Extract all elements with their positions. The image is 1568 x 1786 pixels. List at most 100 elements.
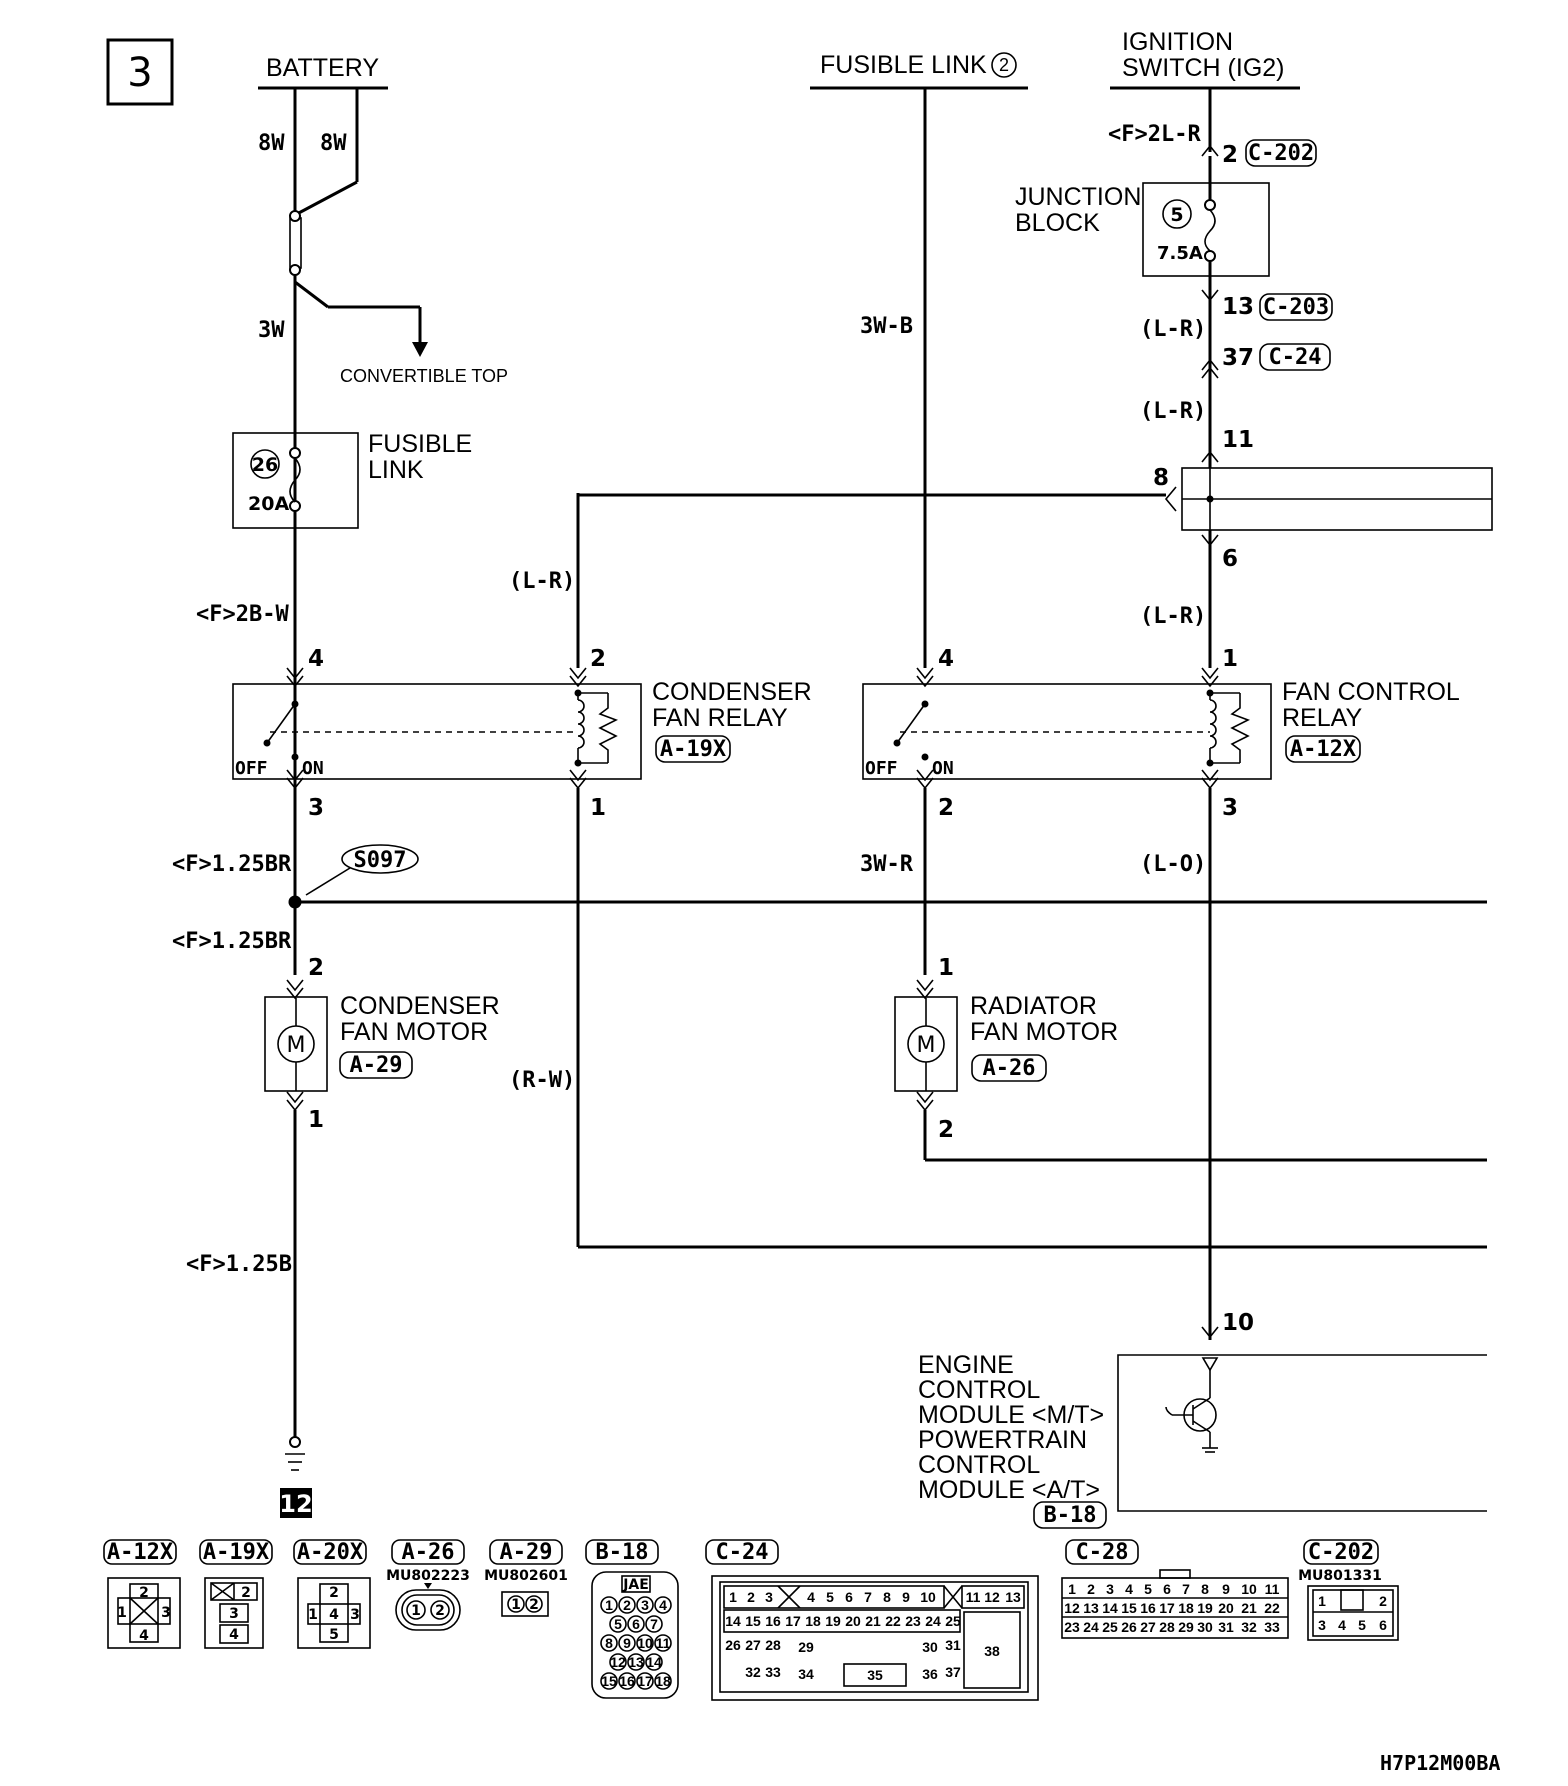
fcr-resistor-icon xyxy=(1230,693,1250,763)
junction-block-rating: 7.5A xyxy=(1157,243,1203,264)
wire-lr-3: (L-R) xyxy=(1140,604,1206,629)
connector-b18: B-18 xyxy=(1044,1503,1097,1528)
ecm-label-1: ENGINE xyxy=(918,1351,1014,1379)
svg-text:23: 23 xyxy=(1064,1619,1080,1635)
svg-text:27: 27 xyxy=(745,1637,761,1653)
svg-text:14: 14 xyxy=(725,1613,741,1629)
svg-text:3: 3 xyxy=(1318,1617,1326,1633)
pin-ecm-10: 10 xyxy=(1222,1310,1254,1336)
legend-c24: C-24 xyxy=(716,1540,769,1565)
legend-c202: C-202 xyxy=(1308,1540,1374,1565)
svg-text:7: 7 xyxy=(1182,1581,1190,1597)
svg-text:20: 20 xyxy=(845,1613,861,1629)
junction-block-box xyxy=(1142,182,1270,277)
relay-switch-icon xyxy=(266,703,296,744)
svg-text:16: 16 xyxy=(1140,1600,1156,1616)
ecm-label-4: POWERTRAIN xyxy=(918,1426,1087,1454)
svg-text:4: 4 xyxy=(329,1607,339,1623)
svg-text:5: 5 xyxy=(329,1627,339,1643)
pin-ig-37: 37 xyxy=(1222,345,1254,371)
wire-8w-a: 8W xyxy=(258,131,285,156)
svg-text:8: 8 xyxy=(883,1589,891,1605)
legend-a12x: A-12X xyxy=(107,1540,173,1565)
connector-badge-c24 xyxy=(1259,343,1331,371)
convertible-top-label: CONVERTIBLE TOP xyxy=(340,366,508,386)
svg-text:1: 1 xyxy=(117,1605,127,1621)
svg-text:4: 4 xyxy=(659,1597,667,1613)
junction-fuse-icon xyxy=(1204,209,1216,252)
svg-text:20: 20 xyxy=(1218,1600,1234,1616)
legend-a29: A-29 xyxy=(500,1540,553,1565)
arrow-down-icon xyxy=(412,342,428,357)
svg-text:2: 2 xyxy=(329,1585,339,1601)
svg-text:13: 13 xyxy=(1083,1600,1099,1616)
svg-text:15: 15 xyxy=(745,1613,761,1629)
fusible-link-26-number: 26 xyxy=(252,454,278,476)
condenser-fan-relay-box xyxy=(232,683,642,780)
svg-text:2: 2 xyxy=(1379,1593,1387,1609)
condenser-fan-relay-label-2: FAN RELAY xyxy=(652,704,788,732)
svg-text:36: 36 xyxy=(922,1666,938,1682)
wire-lr-left-label: (L-R) xyxy=(509,569,575,594)
svg-text:6: 6 xyxy=(632,1616,640,1632)
svg-text:6: 6 xyxy=(1163,1581,1171,1597)
svg-text:3: 3 xyxy=(765,1589,773,1605)
fan-control-relay-box xyxy=(862,683,1272,780)
svg-text:37: 37 xyxy=(945,1664,961,1680)
connector-badge-c202 xyxy=(1245,139,1317,167)
svg-text:9: 9 xyxy=(623,1635,631,1651)
svg-text:28: 28 xyxy=(765,1637,781,1653)
svg-text:17: 17 xyxy=(1159,1600,1175,1616)
wire-3wb-label: 3W-B xyxy=(860,314,913,339)
page-number: 3 xyxy=(127,50,152,96)
svg-text:31: 31 xyxy=(1218,1619,1234,1635)
svg-text:32: 32 xyxy=(745,1664,761,1680)
svg-text:14: 14 xyxy=(1102,1600,1118,1616)
ecm-label-2: CONTROL xyxy=(918,1376,1040,1404)
svg-text:33: 33 xyxy=(765,1664,781,1680)
cfr-off: OFF xyxy=(235,758,268,779)
diagram-id: H7P12M00BA xyxy=(1380,1751,1500,1775)
ignition-label-2: SWITCH (IG2) xyxy=(1122,54,1285,82)
legend-a26: A-26 xyxy=(402,1540,455,1565)
svg-text:2: 2 xyxy=(435,1603,445,1619)
legend-c28: C-28 xyxy=(1076,1540,1129,1565)
svg-text:31: 31 xyxy=(945,1637,961,1653)
resistor-icon xyxy=(598,693,618,763)
svg-text:1: 1 xyxy=(1068,1581,1076,1597)
radiator-motor-label-2: FAN MOTOR xyxy=(970,1018,1118,1046)
fusible-link-26-rating: 20A xyxy=(248,493,289,515)
wire-8w-b: 8W xyxy=(320,131,347,156)
svg-text:18: 18 xyxy=(805,1613,821,1629)
svg-text:8: 8 xyxy=(605,1635,613,1651)
wire-rw-left-label: (R-W) xyxy=(509,1068,575,1093)
svg-text:7: 7 xyxy=(864,1589,872,1605)
svg-text:34: 34 xyxy=(798,1666,814,1682)
condenser-motor-label-2: FAN MOTOR xyxy=(340,1018,488,1046)
svg-text:16: 16 xyxy=(619,1673,635,1689)
svg-text:15: 15 xyxy=(1121,1600,1137,1616)
battery-label: BATTERY xyxy=(266,54,379,82)
junction-block-label-1: JUNCTION xyxy=(1015,183,1141,211)
connector-a19x: A-19X xyxy=(660,737,726,762)
svg-text:26: 26 xyxy=(1121,1619,1137,1635)
svg-text:10: 10 xyxy=(637,1635,653,1651)
svg-text:2: 2 xyxy=(747,1589,755,1605)
svg-text:4: 4 xyxy=(807,1589,815,1605)
connector-c202: C-202 xyxy=(1248,141,1314,166)
svg-text:4: 4 xyxy=(229,1627,239,1643)
svg-text:12: 12 xyxy=(610,1654,626,1670)
ground-icon xyxy=(289,1436,301,1448)
fcr-coil-icon xyxy=(1209,699,1217,749)
connector-badge-a29 xyxy=(339,1051,413,1079)
svg-text:16: 16 xyxy=(765,1613,781,1629)
svg-text:8: 8 xyxy=(1201,1581,1209,1597)
ecm-box xyxy=(1117,1354,1487,1512)
pin-ig-11: 11 xyxy=(1222,427,1254,453)
svg-text:13: 13 xyxy=(628,1654,644,1670)
radiator-motor-m: M xyxy=(917,1033,936,1058)
svg-text:21: 21 xyxy=(1241,1600,1257,1616)
svg-text:15: 15 xyxy=(601,1673,617,1689)
svg-text:35: 35 xyxy=(867,1667,883,1683)
svg-text:24: 24 xyxy=(925,1613,941,1629)
